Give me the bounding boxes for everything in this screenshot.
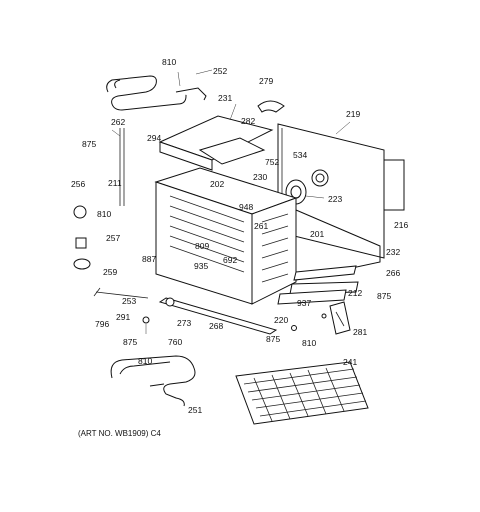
- label-202: 202: [210, 179, 225, 189]
- label-937: 937: [297, 298, 312, 308]
- label-220: 220: [274, 315, 289, 325]
- label-875: 875: [82, 139, 97, 149]
- label-216: 216: [394, 220, 409, 230]
- label-266: 266: [386, 268, 401, 278]
- label-294: 294: [147, 133, 162, 143]
- label-253: 253: [122, 296, 137, 306]
- label-948: 948: [239, 202, 254, 212]
- label-256: 256: [71, 179, 86, 189]
- label-231: 231: [218, 93, 233, 103]
- label-273: 273: [177, 318, 192, 328]
- label-251: 251: [188, 405, 203, 415]
- oven-rack: [235, 361, 369, 425]
- label-875-b: 875: [377, 291, 392, 301]
- label-810-c: 810: [302, 338, 317, 348]
- small-parts: [142, 297, 327, 334]
- label-875-d: 875: [266, 334, 281, 344]
- label-796: 796: [95, 319, 110, 329]
- oven-cavity: [154, 167, 298, 305]
- label-291: 291: [116, 312, 131, 322]
- label-219: 219: [346, 109, 361, 119]
- door-hinge: [329, 301, 351, 335]
- label-201: 201: [310, 229, 325, 239]
- label-268: 268: [209, 321, 224, 331]
- label-279: 279: [259, 76, 274, 86]
- label-809: 809: [195, 241, 210, 251]
- label-211: 211: [108, 178, 122, 188]
- label-212: 212: [348, 288, 363, 298]
- label-875-c: 875: [123, 337, 138, 347]
- label-810-d: 810: [138, 356, 153, 366]
- label-261: 261: [254, 221, 269, 231]
- label-534: 534: [293, 150, 308, 160]
- label-252: 252: [213, 66, 228, 76]
- label-223: 223: [328, 194, 343, 204]
- label-760: 760: [168, 337, 183, 347]
- thermostat-parts: [73, 205, 149, 299]
- label-887: 887: [142, 254, 157, 264]
- bake-element: [106, 69, 213, 111]
- label-692: 692: [223, 255, 238, 265]
- top-panel: [158, 103, 274, 171]
- back-panel: [277, 121, 405, 259]
- label-262: 262: [111, 117, 126, 127]
- insulation-blanket: [295, 209, 381, 281]
- label-752: 752: [265, 157, 280, 167]
- label-259: 259: [103, 267, 118, 277]
- label-257: 257: [106, 233, 121, 243]
- bottom-trims: [158, 265, 359, 335]
- broil-element: [110, 355, 196, 407]
- label-281: 281: [353, 327, 368, 337]
- label-282: 282: [241, 116, 256, 126]
- label-810-b: 810: [97, 209, 112, 219]
- label-935: 935: [194, 261, 209, 271]
- label-241: 241: [343, 357, 358, 367]
- art-number-caption: (ART NO. WB1909) C4: [78, 429, 161, 438]
- label-230: 230: [253, 172, 268, 182]
- label-232: 232: [386, 247, 401, 257]
- fan-cover: [257, 100, 285, 113]
- side-bracket: [111, 128, 125, 206]
- label-810: 810: [162, 57, 177, 67]
